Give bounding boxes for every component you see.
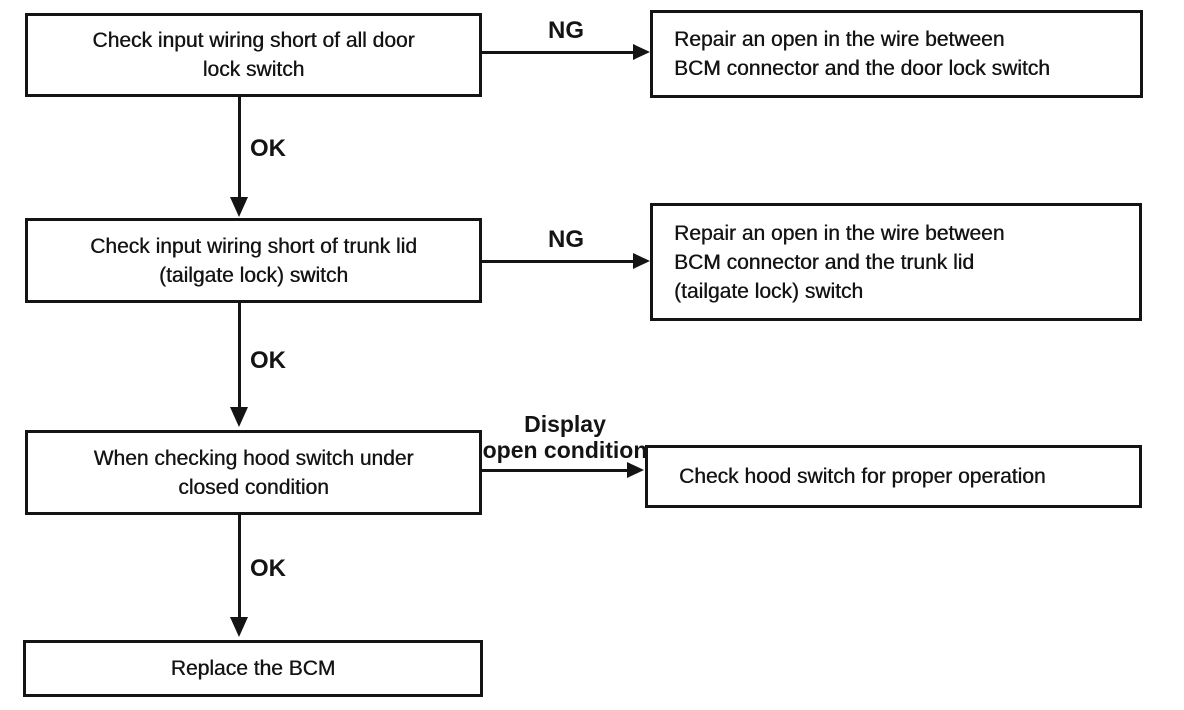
- arrow-line: [238, 515, 241, 619]
- action-repair-door-lock-wire-box: Repair an open in the wire between BCM c…: [650, 10, 1143, 98]
- ng-label-2: NG: [548, 226, 584, 253]
- arrow-line: [481, 469, 629, 472]
- action-check-hood-switch-box: Check hood switch for proper operation: [645, 445, 1142, 508]
- arrowhead-right-icon: [627, 462, 644, 478]
- step-replace-bcm-box: Replace the BCM: [23, 640, 483, 697]
- ok-label-2: OK: [250, 347, 286, 374]
- step-hood-switch-box: When checking hood switch under closed c…: [25, 430, 482, 515]
- arrowhead-down-icon: [230, 407, 248, 427]
- ok-label-3: OK: [250, 555, 286, 582]
- step-door-lock-switch-box: Check input wiring short of all door loc…: [25, 13, 482, 97]
- arrow-line: [238, 303, 241, 409]
- arrowhead-down-icon: [230, 617, 248, 637]
- arrowhead-right-icon: [633, 253, 650, 269]
- arrow-line: [238, 97, 241, 199]
- arrowhead-down-icon: [230, 197, 248, 217]
- arrowhead-right-icon: [633, 44, 650, 60]
- ng-label-1: NG: [548, 17, 584, 44]
- arrow-line: [482, 51, 635, 54]
- ok-label-1: OK: [250, 135, 286, 162]
- display-open-condition-label: Display open condition: [482, 411, 648, 463]
- action-repair-trunk-lid-wire-box: Repair an open in the wire between BCM c…: [650, 203, 1142, 321]
- arrow-line: [482, 260, 635, 263]
- step-trunk-lid-switch-box: Check input wiring short of trunk lid (t…: [25, 218, 482, 303]
